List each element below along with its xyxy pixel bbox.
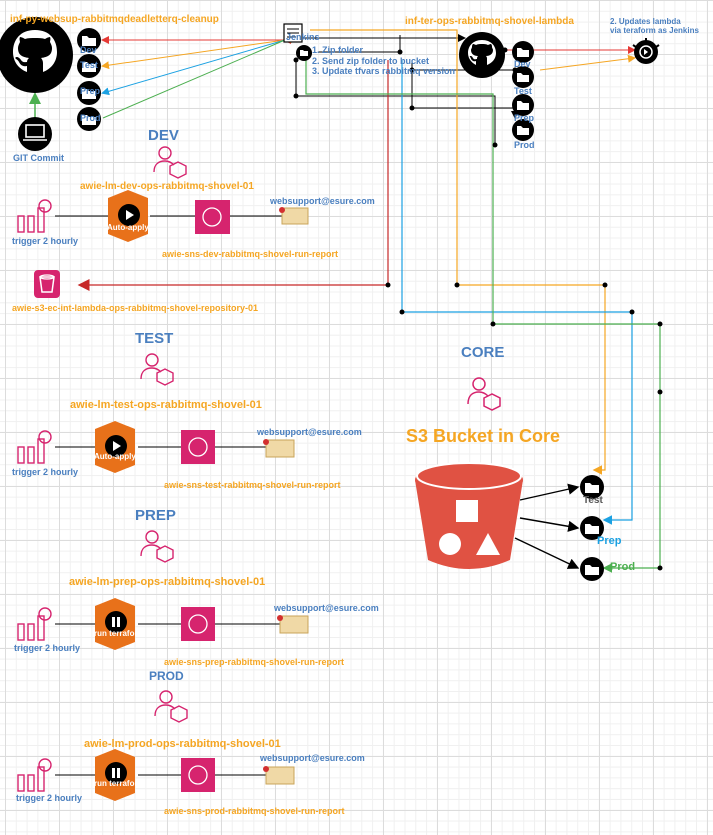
env-dev-action: Auto-apply	[107, 223, 149, 232]
env-prep-sns: awie-sns-prep-rabbitmq-shovel-run-report	[164, 657, 345, 667]
core-title: CORE	[461, 344, 505, 361]
left-folder-dev-label: Dev	[80, 45, 97, 55]
junction-dots	[293, 47, 663, 571]
env-prod-lambda: awie-lm-prod-ops-rabbitmq-shovel-01	[84, 738, 281, 750]
right-folder-icons	[512, 41, 534, 141]
env-dev-trigger: trigger 2 hourly	[12, 236, 79, 246]
env-test-trigger: trigger 2 hourly	[12, 467, 79, 477]
repo-left-label: inf-py-websup-rabbitmqdeadletterq-cleanu…	[10, 14, 219, 25]
github-right-icon	[459, 32, 505, 78]
left-folder-prep-label: Prep	[80, 86, 101, 96]
git-commit-label: GIT Commit	[13, 153, 64, 163]
core-s3-bucket-icon	[415, 462, 523, 569]
env-prep-email: websupport@esure.com	[274, 603, 379, 613]
jenkins-label: Jenkins	[286, 32, 320, 42]
env-prep-icons	[17, 530, 309, 650]
jenkins-prod-link	[102, 33, 293, 119]
core-folder-icons	[580, 475, 604, 581]
env-dev-email: websupport@esure.com	[270, 196, 375, 206]
jenkins-prep-link	[101, 34, 292, 96]
env-test-email: websupport@esure.com	[257, 427, 362, 437]
right-folder-test-label: Test	[514, 86, 532, 96]
core-folder-prep-label: Prep	[597, 535, 622, 547]
env-test-title: TEST	[135, 330, 174, 347]
right-folder-prep-label: Prep	[514, 113, 535, 123]
laptop-icon	[18, 117, 52, 151]
env-prod-title: PROD	[149, 669, 184, 683]
core-folder-prod-label: Prod	[610, 561, 636, 573]
env-prep-lambda: awie-lm-prep-ops-rabbitmq-shovel-01	[69, 576, 266, 588]
env-test-icons	[17, 353, 295, 473]
core-bucket-label: S3 Bucket in Core	[406, 426, 561, 446]
core-user-icon	[467, 377, 501, 411]
s3-repo-label: awie-s3-ec-int-lambda-ops-rabbitmq-shove…	[12, 303, 259, 313]
updates-note-line2: via teraform as Jenkins	[610, 26, 699, 35]
step-3-label: 3. Update tfvars rabbitmq version	[312, 66, 456, 76]
step-1-label: 1. Zip folder	[312, 45, 364, 55]
env-dev-title: DEV	[148, 127, 179, 144]
env-prod-sns: awie-sns-prod-rabbitmq-shovel-run-report	[164, 806, 345, 816]
lambda-update-target-icon	[632, 38, 660, 64]
env-prep-trigger: trigger 2 hourly	[14, 643, 81, 653]
repo-right-label: inf-ter-ops-rabbitmq-shovel-lambda	[405, 16, 574, 27]
env-prod-icons	[17, 690, 295, 801]
env-test-lambda: awie-lm-test-ops-rabbitmq-shovel-01	[70, 399, 262, 411]
env-prod-email: websupport@esure.com	[260, 753, 365, 763]
right-folder-prod-label: Prod	[514, 140, 535, 150]
updates-note-line1: 2. Updates lambda	[610, 17, 681, 26]
env-test-action: Auto-apply	[94, 452, 136, 461]
env-prep-title: PREP	[135, 507, 176, 524]
jenkins-test-link	[101, 35, 292, 70]
left-folder-test-label: Test	[80, 60, 98, 70]
env-dev-icons	[17, 146, 309, 242]
right-folder-dev-label: Dev	[514, 59, 531, 69]
env-prod-action: run terraform	[94, 779, 145, 788]
github-left-icon	[0, 17, 73, 93]
jenkins-icon	[283, 23, 312, 61]
left-folder-icons	[77, 28, 101, 131]
s3-repo-bucket-icon	[34, 270, 60, 298]
env-prep-action: run terraform	[94, 629, 145, 638]
env-test-sns: awie-sns-test-rabbitmq-shovel-run-report	[164, 480, 341, 490]
step-2-label: 2. Send zip folder to bucket	[312, 56, 430, 66]
env-prod-trigger: trigger 2 hourly	[16, 793, 83, 803]
env-dev-lambda: awie-lm-dev-ops-rabbitmq-shovel-01	[80, 181, 254, 192]
core-folder-test-label: Test	[583, 495, 603, 506]
left-folder-prod-label: Prod	[80, 113, 101, 123]
env-dev-sns: awie-sns-dev-rabbitmq-shovel-run-report	[162, 249, 339, 259]
